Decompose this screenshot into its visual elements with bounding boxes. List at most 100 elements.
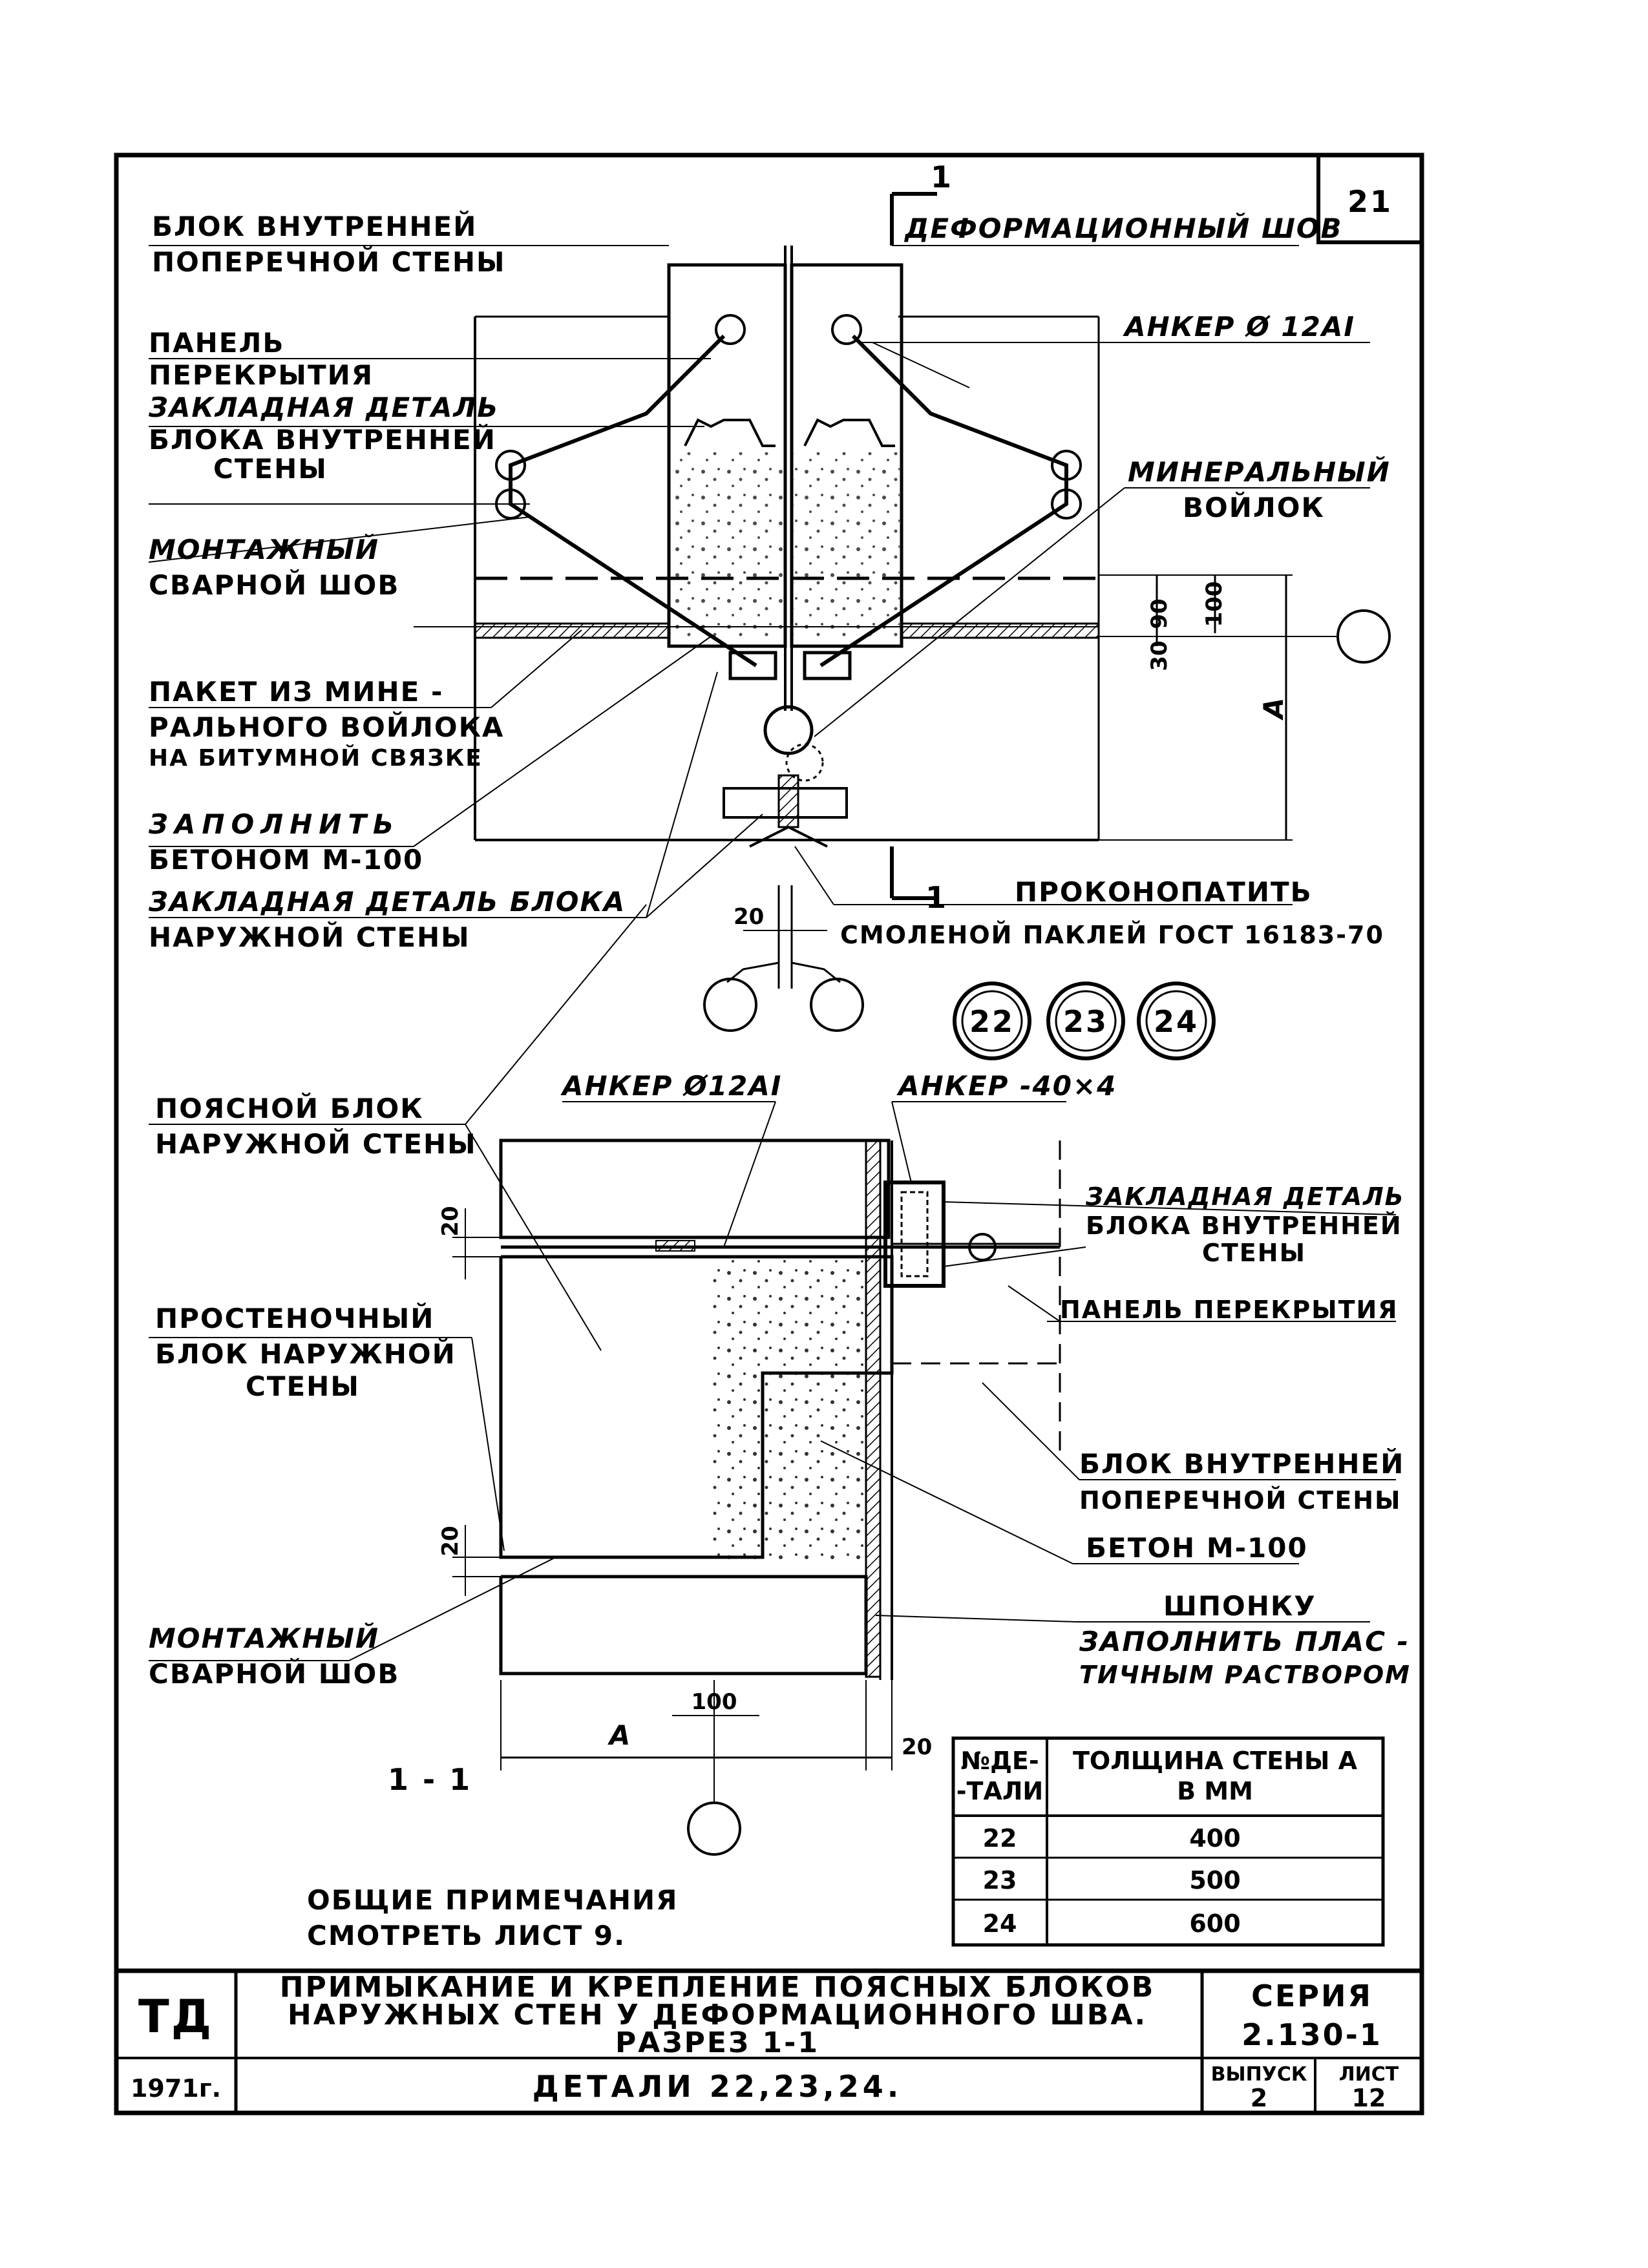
label-packet-1: ПАКЕТ ИЗ МИНЕ - xyxy=(149,676,443,708)
label-weld-top-2: СВАРНОЙ ШОВ xyxy=(149,569,399,601)
sheet-value: 12 xyxy=(1352,2084,1386,2112)
dim-20-b: 20 xyxy=(438,1526,463,1556)
notes-line-2: СМОТРЕТЬ ЛИСТ 9. xyxy=(307,1920,626,1951)
label-embedded-part-1: ЗАКЛАДНАЯ ДЕТАЛЬ xyxy=(148,392,499,423)
table-cell: 24 xyxy=(983,1909,1017,1938)
bottom-labels: ПОЯСНОЙ БЛОК НАРУЖНОЙ СТЕНЫ АНКЕР Ø12AI … xyxy=(149,1070,1411,1797)
label-anchor-round: АНКЕР Ø12AI xyxy=(560,1070,782,1102)
label-anchor-flat: АНКЕР -40×4 xyxy=(896,1070,1117,1102)
issue-value: 2 xyxy=(1251,2084,1267,2112)
label-inner-wall-block-2: ПОПЕРЕЧНОЙ СТЕНЫ xyxy=(152,246,506,278)
label-embedded-part-3: СТЕНЫ xyxy=(213,453,328,485)
felt-packet-right xyxy=(900,622,1100,639)
dim-20-c: 20 xyxy=(902,1734,932,1760)
embedded-part-bottom xyxy=(883,1181,945,1288)
dim-100-bottom: 100 xyxy=(692,1689,737,1715)
org-code: ТД xyxy=(138,1990,213,2043)
section-title: 1 - 1 xyxy=(388,1762,472,1797)
table-header-num-1: №ДЕ- xyxy=(960,1747,1039,1775)
label-belt-block-2: НАРУЖНОЙ СТЕНЫ xyxy=(155,1128,477,1160)
detail-numbers: 22 23 24 xyxy=(953,982,1216,1060)
top-labels: БЛОК ВНУТРЕННЕЙ ПОПЕРЕЧНОЙ СТЕНЫ ДЕФОРМА… xyxy=(148,210,1391,953)
subtitle: ДЕТАЛИ 22,23,24. xyxy=(533,2069,903,2104)
label-pier-block-3: СТЕНЫ xyxy=(246,1370,360,1402)
sheet-number-box: 21 xyxy=(1316,153,1424,244)
table-cell: 22 xyxy=(983,1824,1017,1853)
felt-packet-left xyxy=(474,622,670,639)
label-embedded-bottom-3: СТЕНЫ xyxy=(1202,1239,1306,1267)
table-cell: 500 xyxy=(1189,1866,1240,1895)
label-deformation-joint: ДЕФОРМАЦИОННЫЙ ШОВ xyxy=(903,212,1343,244)
issue-label: ВЫПУСК xyxy=(1211,2063,1307,2086)
label-weld-bottom-2: СВАРНОЙ ШОВ xyxy=(149,1657,399,1690)
label-key-1: ШПОНКУ xyxy=(1163,1590,1316,1622)
dim-a-top: A xyxy=(1258,697,1289,721)
label-embedded-part-2: БЛОКА ВНУТРЕННЕЙ xyxy=(149,423,496,456)
label-embedded-bottom-2: БЛОКА ВНУТРЕННЕЙ xyxy=(1086,1212,1402,1240)
title-line-1: ПРИМЫКАНИЕ И КРЕПЛЕНИЕ ПОЯСНЫХ БЛОКОВ xyxy=(280,1971,1156,2004)
label-key-3: ТИЧНЫМ РАСТВОРОМ xyxy=(1079,1661,1411,1689)
table-cell: 23 xyxy=(983,1866,1017,1895)
detail-number-24: 24 xyxy=(1154,1004,1199,1039)
table-header-thick-1: ТОЛЩИНА СТЕНЫ А xyxy=(1073,1747,1358,1775)
belt-block xyxy=(499,1139,891,1239)
label-packet-3: НА БИТУМНОЙ СВЯЗКЕ xyxy=(149,744,483,772)
label-pier-block-2: БЛОК НАРУЖНОЙ xyxy=(155,1338,456,1370)
label-mineral-felt-1: МИНЕРАЛЬНЫЙ xyxy=(1128,456,1391,488)
general-notes: ОБЩИЕ ПРИМЕЧАНИЯ СМОТРЕТЬ ЛИСТ 9. xyxy=(307,1884,679,1951)
notes-line-1: ОБЩИЕ ПРИМЕЧАНИЯ xyxy=(307,1884,679,1916)
section-mark-bottom: 1 xyxy=(925,880,948,915)
label-caulk-1: ПРОКОНОПАТИТЬ xyxy=(1015,876,1313,908)
year: 1971г. xyxy=(131,2074,221,2103)
top-detail: 1 1 90 xyxy=(148,160,1391,1032)
dim-100: 100 xyxy=(1201,582,1227,627)
label-mineral-felt-2: ВОЙЛОК xyxy=(1183,491,1325,523)
table-cell: 400 xyxy=(1189,1824,1240,1853)
label-pier-block-1: ПРОСТЕНОЧНЫЙ xyxy=(155,1302,434,1334)
joint-key xyxy=(865,1139,882,1678)
detail-bubble-top xyxy=(1336,609,1391,664)
label-inner-block-2: ПОПЕРЕЧНОЙ СТЕНЫ xyxy=(1079,1486,1401,1515)
label-weld-bottom-1: МОНТАЖНЫЙ xyxy=(149,1622,379,1654)
detail-bubble-bottom xyxy=(687,1801,741,1856)
bottom-detail: 20 20 100 A 20 xyxy=(149,904,1397,1856)
table-cell: 600 xyxy=(1189,1909,1240,1938)
title-line-3: РАЗРЕЗ 1-1 xyxy=(615,2026,819,2059)
label-packet-2: РАЛЬНОГО ВОЙЛОКА xyxy=(149,711,504,743)
sheet-frame xyxy=(114,152,1424,2116)
label-weld-top-1: МОНТАЖНЫЙ xyxy=(149,533,379,565)
detail-number-23: 23 xyxy=(1063,1004,1108,1039)
label-embedded-bottom-1: ЗАКЛАДНАЯ ДЕТАЛЬ xyxy=(1085,1182,1405,1211)
sheet-number: 21 xyxy=(1347,184,1393,219)
title-line-2: НАРУЖНЫХ СТЕН У ДЕФОРМАЦИОННОГО ШВА. xyxy=(288,1999,1147,2032)
label-caulk-2: СМОЛЕНОЙ ПАКЛЕЙ ГОСТ 16183-70 xyxy=(840,921,1384,949)
label-inner-block-1: БЛОК ВНУТРЕННЕЙ xyxy=(1079,1447,1404,1480)
mineral-felt-roll xyxy=(763,705,814,755)
label-fill-2: БЕТОНОМ М-100 xyxy=(149,844,423,876)
label-floor-panel-1: ПАНЕЛЬ xyxy=(149,327,284,359)
label-floor-panel-bottom: ПАНЕЛЬ ПЕРЕКРЫТИЯ xyxy=(1060,1296,1399,1324)
dim-a-bottom: A xyxy=(607,1719,632,1751)
title-block: ТД 1971г. ПРИМЫКАНИЕ И КРЕПЛЕНИЕ ПОЯСНЫХ… xyxy=(116,1968,1422,2113)
series-value: 2.130-1 xyxy=(1241,2017,1382,2052)
label-belt-block-1: ПОЯСНОЙ БЛОК xyxy=(155,1092,424,1124)
dim-90: 90 xyxy=(1146,598,1172,629)
dim-20-a: 20 xyxy=(438,1206,463,1236)
dim-20-top: 20 xyxy=(734,904,764,930)
label-fill-1: ЗАПОЛНИТЬ xyxy=(148,808,400,840)
series-label: СЕРИЯ xyxy=(1251,1979,1373,2013)
concrete-fill xyxy=(711,1257,866,1560)
label-outer-embedded-2: НАРУЖНОЙ СТЕНЫ xyxy=(149,921,470,953)
label-concrete: БЕТОН М-100 xyxy=(1086,1532,1308,1564)
detail-number-22: 22 xyxy=(969,1004,1015,1039)
label-floor-panel-2: ПЕРЕКРЫТИЯ xyxy=(149,359,374,391)
sheet-label: ЛИСТ xyxy=(1339,2063,1399,2086)
label-key-2: ЗАПОЛНИТЬ ПЛАС - xyxy=(1079,1626,1410,1657)
label-anchor-top: АНКЕР Ø 12AI xyxy=(1123,311,1355,342)
label-outer-embedded-1: ЗАКЛАДНАЯ ДЕТАЛЬ БЛОКА xyxy=(148,886,626,918)
label-inner-wall-block-1: БЛОК ВНУТРЕННЕЙ xyxy=(152,210,477,242)
table-header-thick-2: В ММ xyxy=(1177,1777,1253,1805)
thickness-table: №ДЕ- -ТАЛИ ТОЛЩИНА СТЕНЫ А В ММ 22 400 2… xyxy=(951,1736,1385,1947)
section-mark-top: 1 xyxy=(931,160,953,194)
